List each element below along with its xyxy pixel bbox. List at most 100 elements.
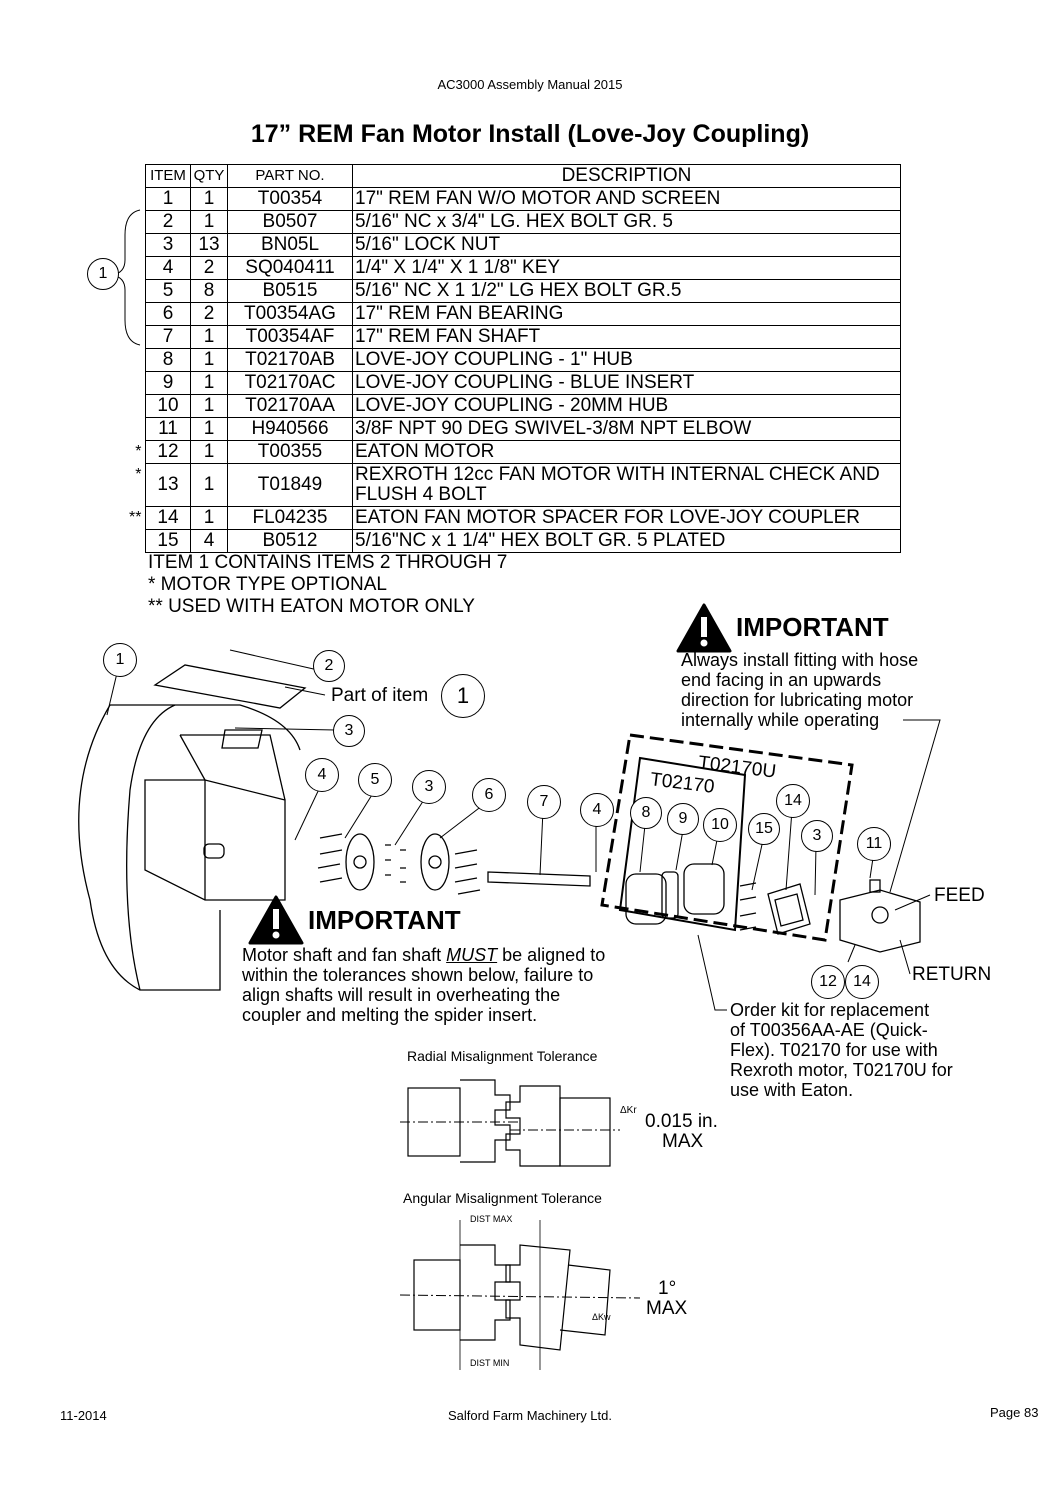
- cell-part-no: H940566: [227, 417, 353, 441]
- part-of-item-callout: 1: [441, 674, 485, 718]
- text-line: direction for lubricating motor: [681, 690, 914, 710]
- text-line: use with Eaton.: [730, 1080, 854, 1100]
- part-of-item-label: Part of item: [331, 685, 429, 706]
- radial-max: MAX: [662, 1131, 704, 1152]
- radial-coupling-drawing: [400, 1079, 620, 1167]
- text-line: Always install fitting with hose: [681, 650, 919, 670]
- text-line: align shafts will result in overheating …: [242, 985, 561, 1005]
- callout-circle: 12: [811, 965, 845, 999]
- cell-part-no: T00355: [227, 440, 353, 464]
- row-footnote-mark: **: [129, 508, 142, 526]
- important-heading: IMPORTANT: [736, 612, 889, 642]
- callout-circle: 8: [630, 797, 662, 829]
- text-line: coupler and melting the spider insert.: [242, 1005, 538, 1025]
- cell-part-no: T02170AB: [227, 348, 353, 372]
- angular-symbol: ΔKw: [592, 1312, 611, 1322]
- cell-item: 2: [145, 210, 191, 234]
- col-part-no: PART NO.: [227, 164, 353, 188]
- cell-qty: 1: [190, 417, 228, 441]
- col-qty: QTY: [190, 164, 228, 188]
- text-line: Rexroth motor, T02170U for: [730, 1060, 953, 1080]
- radial-value: 0.015 in.: [645, 1111, 718, 1132]
- group-callout: 1: [87, 258, 119, 290]
- cell-item: 9: [145, 371, 191, 395]
- callout-circle: 10: [703, 808, 737, 842]
- radial-tolerance-title: Radial Misalignment Tolerance: [407, 1048, 598, 1064]
- callout-circle: 14: [845, 965, 879, 999]
- cell-qty: 1: [190, 325, 228, 349]
- cell-qty: 1: [190, 210, 228, 234]
- order-kit-note: Order kit for replacement of T00356AA-AE…: [730, 1000, 953, 1100]
- callout-circle: 9: [667, 803, 699, 835]
- cell-description: EATON MOTOR: [352, 440, 901, 464]
- angular-value: 1°: [658, 1278, 677, 1299]
- table-notes: ITEM 1 CONTAINS ITEMS 2 THROUGH 7 * MOTO…: [148, 552, 507, 618]
- footer-page: Page 83: [990, 1405, 1039, 1420]
- page-title: 17” REM Fan Motor Install (Love-Joy Coup…: [250, 120, 810, 148]
- cell-part-no: T00354: [227, 187, 353, 211]
- cell-description: 1/4" X 1/4" X 1 1/8" KEY: [352, 256, 901, 280]
- angular-tolerance-title: Angular Misalignment Tolerance: [403, 1190, 602, 1206]
- col-description: DESCRIPTION: [352, 164, 901, 188]
- note-item: * MOTOR TYPE OPTIONAL: [148, 574, 387, 595]
- callout-circle: 4: [305, 758, 339, 792]
- important-fitting-text: Always install fitting with hose end fac…: [681, 650, 918, 730]
- text-line: Motor shaft and fan shaft MUST be aligne…: [242, 945, 606, 965]
- cell-part-no: T00354AF: [227, 325, 353, 349]
- footer-company: Salford Farm Machinery Ltd.: [447, 1408, 612, 1423]
- cell-part-no: B0515: [227, 279, 353, 303]
- cell-item: 1: [145, 187, 191, 211]
- cell-part-no: FL04235: [227, 506, 353, 530]
- callout-circle: 3: [801, 820, 833, 852]
- footer-date: 11-2014: [60, 1408, 107, 1423]
- cell-item: 12: [145, 440, 191, 464]
- angular-coupling-drawing: [400, 1220, 640, 1370]
- cell-description: 17" REM FAN W/O MOTOR AND SCREEN: [352, 187, 901, 211]
- text-line: Order kit for replacement: [730, 1000, 930, 1020]
- cell-qty: 1: [190, 348, 228, 372]
- cell-qty: 13: [190, 233, 228, 257]
- cell-item: 5: [145, 279, 191, 303]
- cell-part-no: BN05L: [227, 233, 353, 257]
- warning-icon: [676, 603, 732, 653]
- cell-item: 11: [145, 417, 191, 441]
- cell-qty: 1: [190, 371, 228, 395]
- cell-item: 14: [145, 506, 191, 530]
- text-line: Flex). T02170 for use with: [730, 1040, 938, 1060]
- note-item: ** USED WITH EATON MOTOR ONLY: [148, 596, 475, 617]
- cell-qty: 1: [190, 440, 228, 464]
- callout-circle: 14: [776, 784, 810, 818]
- radial-symbol: ΔKr: [620, 1105, 637, 1116]
- cell-part-no: T02170AC: [227, 371, 353, 395]
- cell-item: 15: [145, 529, 191, 553]
- cell-description: 5/16" LOCK NUT: [352, 233, 901, 257]
- cell-description: 17" REM FAN BEARING: [352, 302, 901, 326]
- cell-part-no: T02170AA: [227, 394, 353, 418]
- must-emphasis: MUST: [446, 945, 498, 965]
- text-line: internally while operating: [681, 710, 880, 730]
- cell-part-no: T01849: [227, 463, 353, 507]
- cell-qty: 1: [190, 394, 228, 418]
- angular-max: MAX: [646, 1298, 688, 1319]
- cell-item: 4: [145, 256, 191, 280]
- cell-qty: 1: [190, 506, 228, 530]
- callout-circle: 4: [580, 793, 614, 827]
- col-item: ITEM: [145, 164, 191, 188]
- cell-qty: 1: [190, 463, 228, 507]
- cell-description: REXROTH 12cc FAN MOTOR WITH INTERNAL CHE…: [352, 463, 901, 507]
- cell-description: 5/16"NC x 1 1/4" HEX BOLT GR. 5 PLATED: [352, 529, 901, 553]
- cell-part-no: SQ040411: [227, 256, 353, 280]
- cell-qty: 2: [190, 302, 228, 326]
